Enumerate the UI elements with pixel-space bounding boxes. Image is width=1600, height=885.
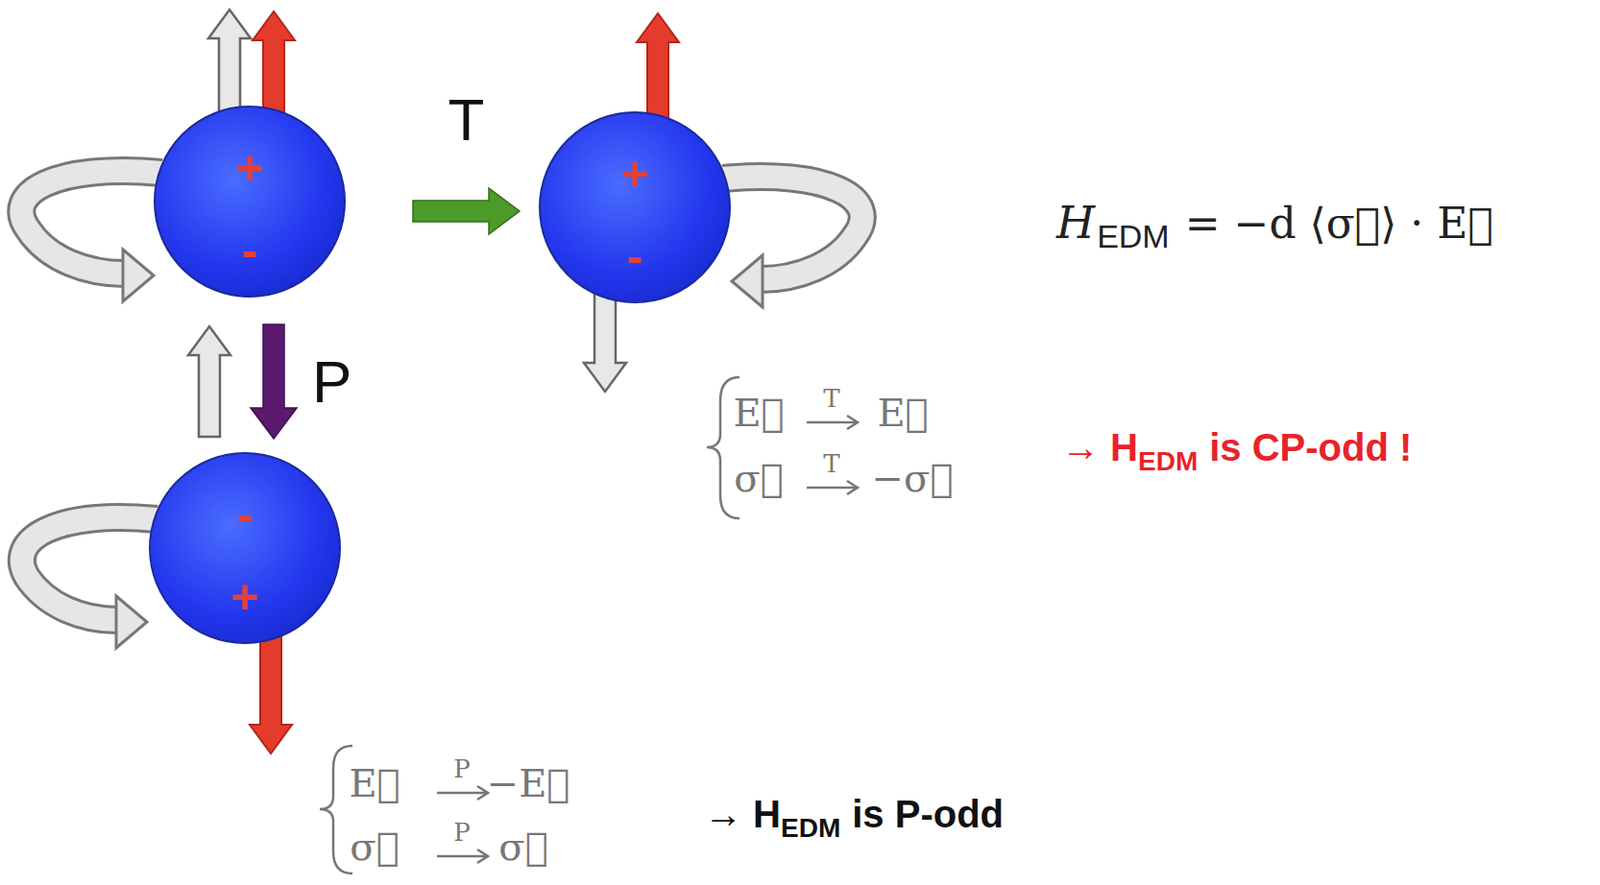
conclusion-text: → H xyxy=(1061,426,1139,470)
particle-sphere: +- xyxy=(538,111,731,304)
transform-symbol: T xyxy=(823,450,840,480)
transformation-arrow xyxy=(412,188,520,235)
transform-symbol: E⃗ xyxy=(876,390,928,436)
transform-symbol: σ⃗ xyxy=(349,824,399,870)
charge-sign: + xyxy=(230,573,259,622)
charge-sign: + xyxy=(620,149,649,198)
charge-sign: - xyxy=(627,232,644,281)
dipole-arrow xyxy=(249,633,292,754)
conclusion-text: is P-odd xyxy=(851,793,1004,837)
rotation-arrow xyxy=(22,517,157,649)
transform-symbol: −σ⃗ xyxy=(872,456,954,501)
text-row: → HEDMis P-odd xyxy=(703,793,1004,837)
rotation-arrow xyxy=(723,176,863,308)
conclusion-text: → H xyxy=(703,793,781,837)
transform-symbol: E⃗ xyxy=(348,761,400,806)
transform-symbol: σ⃗ xyxy=(733,456,783,501)
map-arrow xyxy=(436,415,858,864)
charge-sign: + xyxy=(235,144,264,193)
transform-symbol: P xyxy=(453,819,471,849)
text-row: → HEDMis CP-odd ! xyxy=(1061,426,1412,470)
transform-symbol: E⃗ xyxy=(732,390,784,436)
formula-text: H xyxy=(1056,196,1095,249)
transform-symbol: T xyxy=(823,385,840,414)
brace xyxy=(319,746,353,874)
particle-sphere: +- xyxy=(153,105,346,298)
operation-label: T xyxy=(448,85,485,154)
transform-symbol: σ⃗ xyxy=(498,824,548,870)
text-row: HEDM= −d ⟨σ⃗⟩ · E⃗ xyxy=(1056,196,1494,249)
transform-symbol: −E⃗ xyxy=(486,761,571,806)
rotation-arrow xyxy=(21,170,162,302)
conclusion-text: is CP-odd ! xyxy=(1209,426,1412,470)
spin-arrow xyxy=(188,326,231,437)
formula-text: EDM xyxy=(1096,218,1170,256)
charge-sign: - xyxy=(242,226,259,275)
transform-symbol: P xyxy=(453,755,471,785)
transformation-arrow xyxy=(250,324,297,439)
operation-label: P xyxy=(312,347,352,416)
conclusion-text: EDM xyxy=(780,813,841,845)
particle-sphere: -+ xyxy=(148,452,341,645)
formula-text: = −d ⟨σ⃗⟩ · E⃗ xyxy=(1185,198,1494,248)
charge-sign: - xyxy=(237,490,254,539)
conclusion-text: EDM xyxy=(1138,446,1198,478)
